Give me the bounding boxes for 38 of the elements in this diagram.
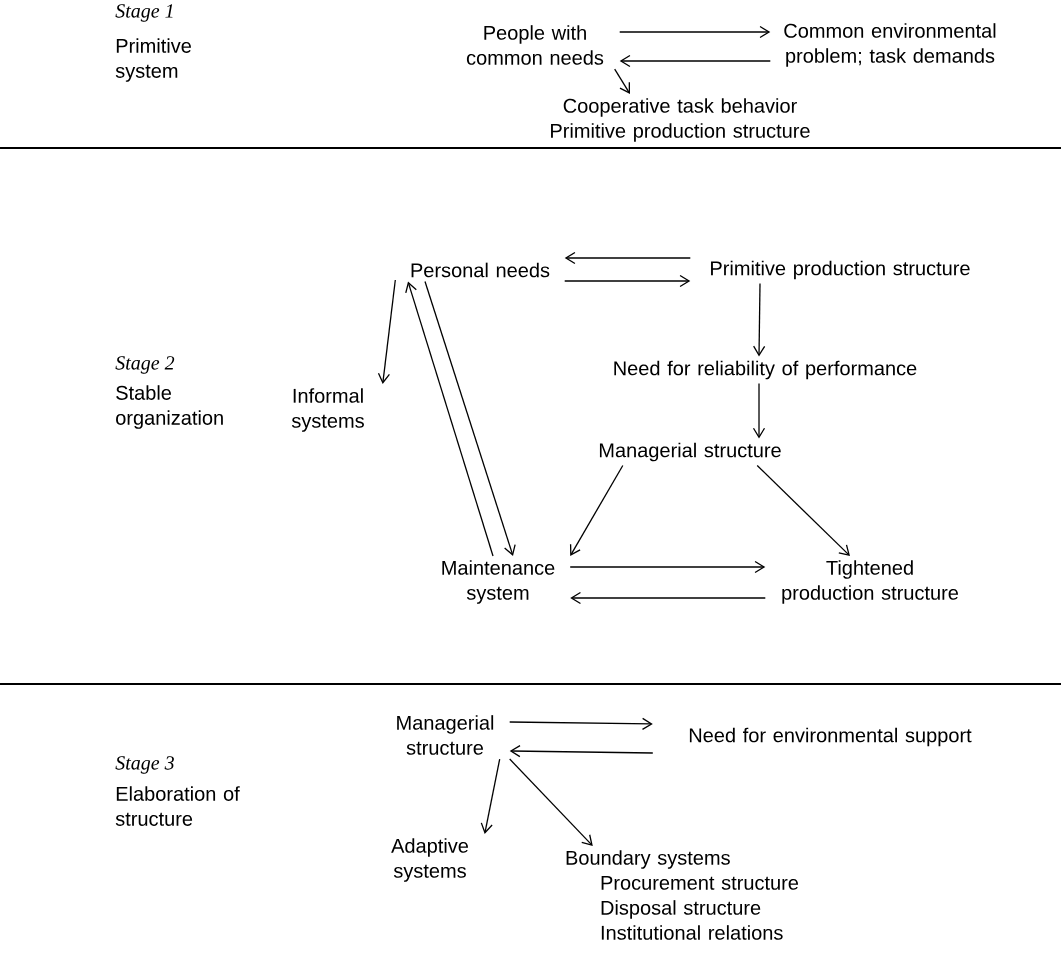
arrow [753, 282, 766, 357]
stage-name: Elaboration of structure [115, 786, 240, 826]
stage-label: Stage 3 [115, 756, 174, 774]
node-text: Managerial structure [599, 442, 781, 462]
node-text: Tightened production structure [782, 560, 958, 604]
node-text: Informal systems [291, 388, 364, 432]
arrow [619, 54, 771, 68]
arrow [564, 251, 691, 265]
node-text: Cooperative task behavior Primitive production structure [551, 98, 810, 142]
arrow [509, 758, 593, 846]
arrow [480, 758, 501, 834]
arrow [377, 279, 396, 384]
node-text: Personal needs [411, 262, 550, 278]
node-text: People with common needs [466, 25, 604, 65]
arrow [619, 25, 771, 39]
node-text: Maintenance system [442, 560, 555, 604]
arrow [564, 274, 691, 288]
node-text: Managerial structure [397, 715, 494, 755]
arrow [509, 745, 654, 758]
arrow [614, 68, 630, 94]
arrow [756, 464, 850, 556]
node-text: Common environmental problem; task demands [784, 23, 996, 67]
arrow [424, 280, 516, 556]
node-text: Primitive production structure [711, 260, 970, 280]
stage-name: Stable organization [116, 385, 223, 429]
stage-name: Primitive system [115, 38, 191, 82]
stage-label: Stage 2 [115, 356, 175, 374]
arrow [569, 560, 766, 574]
stage-label: Stage 1 [115, 4, 173, 22]
node-text: Need for environmental support [689, 727, 972, 747]
node-text: Adaptive systems [391, 838, 468, 882]
arrow [569, 464, 624, 556]
node-text: Boundary systems Procurement structure Disposal structure Institutional relations [566, 850, 799, 940]
arrow [570, 591, 766, 605]
arrow [405, 281, 494, 557]
arrow [752, 382, 766, 439]
node-text: Need for reliability of performance [614, 360, 917, 380]
arrow [509, 717, 653, 730]
